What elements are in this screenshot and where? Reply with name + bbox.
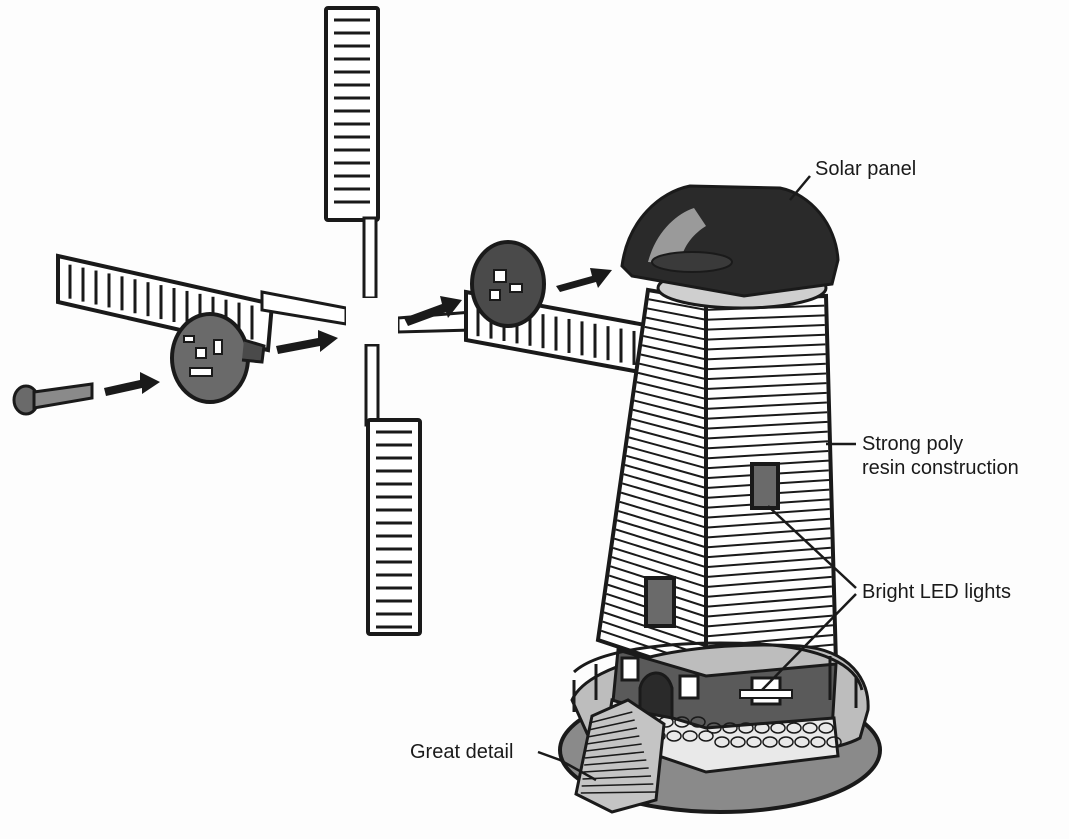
leader-solar [789, 175, 811, 201]
label-resin-construction: Strong poly resin construction [862, 432, 1019, 480]
callout-lines [537, 175, 857, 782]
bolt [12, 382, 94, 416]
assembly-arrows [104, 268, 612, 396]
leader-detail [537, 750, 597, 782]
hub-disc-front [170, 312, 266, 404]
label-great-detail: Great detail [410, 741, 514, 763]
blade-bottom [364, 343, 422, 636]
label-led-lights: Bright LED lights [862, 581, 1011, 603]
base [558, 641, 882, 814]
label-resin-line2: resin construction [862, 457, 1019, 479]
leader-led-lower [761, 593, 857, 691]
tower-window-lower [644, 576, 676, 628]
hub-disc-back [470, 240, 546, 328]
roof-solar-panel [620, 184, 840, 310]
hub-gap [346, 298, 398, 344]
blade-top [324, 6, 380, 300]
leader-led-upper [767, 505, 857, 589]
label-solar-panel: Solar panel [815, 158, 917, 180]
tower-window-upper [750, 462, 780, 510]
label-resin-line1: Strong poly [862, 433, 964, 455]
door [638, 671, 674, 720]
